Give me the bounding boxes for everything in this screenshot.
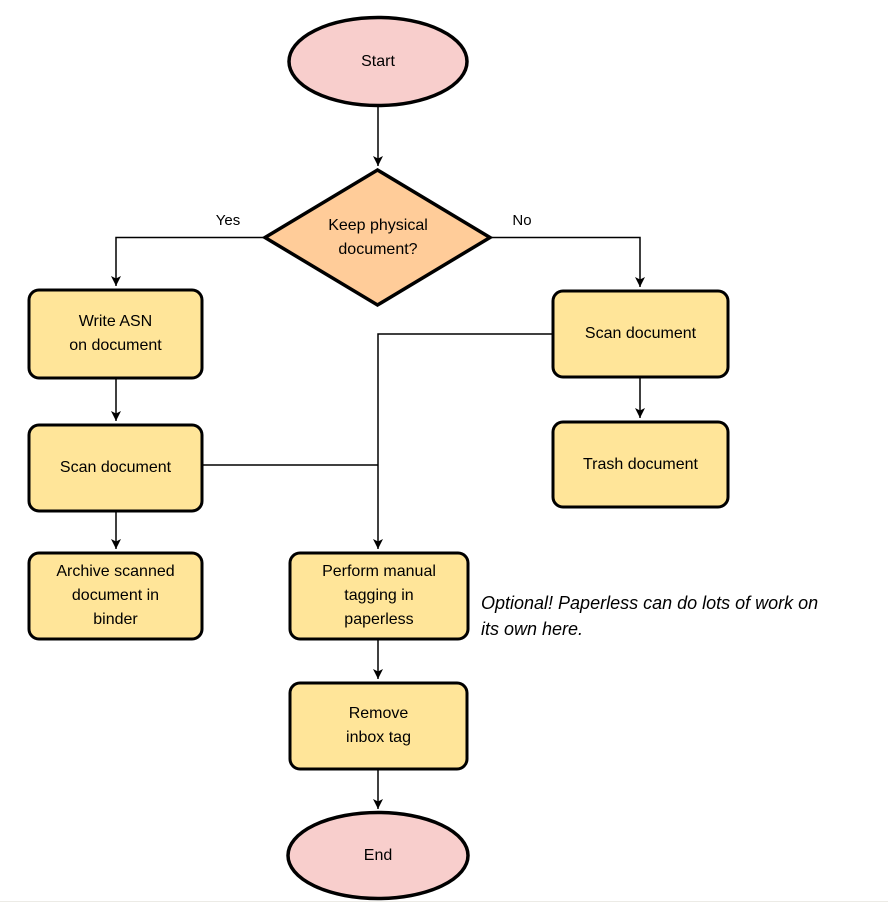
- trash-node-shape: [551, 420, 730, 509]
- edge-decision-no-to-scan-right: [490, 236, 645, 287]
- scan-right-node-shape: [551, 289, 730, 379]
- bottom-divider: [0, 901, 888, 902]
- edge-decision-yes-to-write-asn: [111, 236, 265, 286]
- write-asn-node-shape: [27, 288, 204, 380]
- start-node-shape: [287, 15, 469, 108]
- edge-scan-right-to-perform-tagging: [373, 333, 553, 549]
- archive-node-shape: [27, 551, 204, 641]
- perform-tagging-node-shape: [288, 551, 470, 641]
- decision-node-shape: [261, 167, 494, 308]
- end-node-shape: [286, 810, 470, 901]
- remove-inbox-node-shape: [288, 681, 469, 771]
- optional-annotation-text: Optional! Paperless can do lots of work …: [481, 593, 819, 640]
- scan-left-node-shape: [27, 423, 204, 513]
